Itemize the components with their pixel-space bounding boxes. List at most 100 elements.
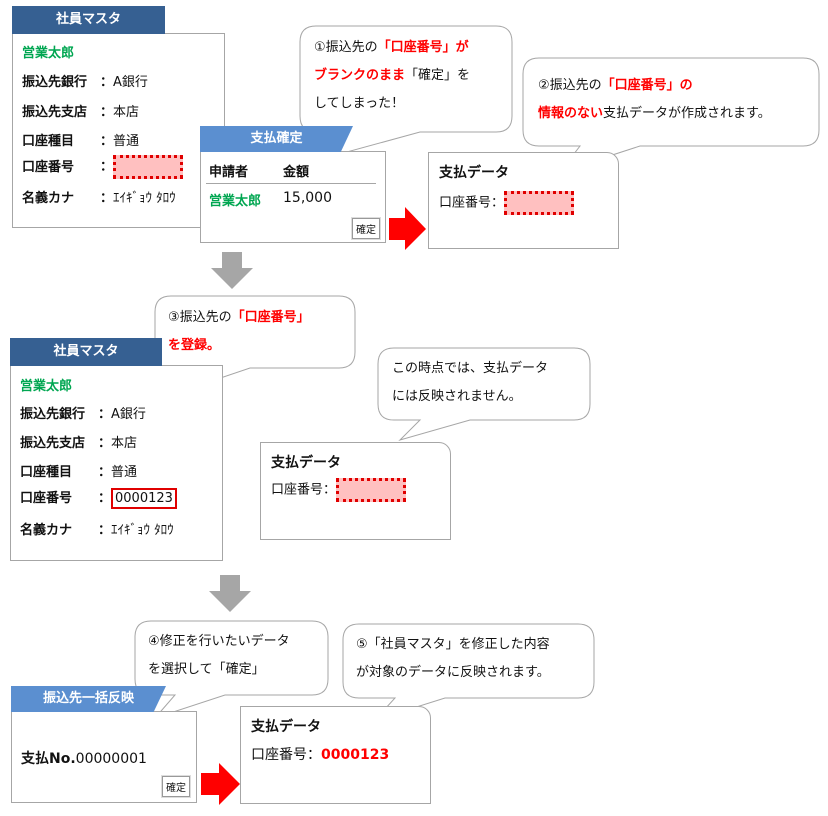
bulk-reflect-panel: 支払No.00000001 確定 (11, 711, 197, 803)
field-value: A銀行 (113, 75, 148, 90)
field-value: 本店 (111, 436, 138, 451)
payment-data-panel-3: 支払データ 口座番号：0000123 (240, 706, 431, 804)
callout-text: してしまった！ (314, 96, 405, 111)
kana-name-row: 名義カナ ：ｴｲｷﾞｮｳ ﾀﾛｳ (20, 519, 174, 538)
confirm-button[interactable]: 確定 (162, 776, 190, 797)
payment-data-panel-1: 支払データ 口座番号： (428, 152, 619, 249)
colon: ： (98, 523, 112, 538)
callout-text: ③振込先の (168, 310, 232, 325)
field-value: 普通 (111, 465, 138, 480)
payment-confirm-panel: 申請者 金額 営業太郎 15,000 確定 (200, 151, 386, 243)
callout-3: ③振込先の「口座番号」 を登録。 (168, 304, 310, 360)
account-number-row: 口座番号： (271, 478, 407, 502)
payment-no-label: 支払No. (21, 751, 76, 767)
employee-name: 営業太郎 (22, 46, 75, 61)
kana-name-row: 名義カナ：ｴｲｷﾞｮｳ ﾀﾛｳ (22, 187, 176, 206)
bank-row: 振込先銀行 ：A銀行 (22, 71, 148, 90)
divider (206, 183, 376, 184)
field-label: 振込先銀行 (20, 407, 86, 422)
callout-2: ②振込先の「口座番号」の 情報のない支払データが作成されます。 (538, 72, 771, 128)
account-type-row: 口座種目 ：普通 (20, 461, 137, 480)
colon: ： (98, 491, 112, 506)
field-label: 振込先支店 (20, 436, 86, 451)
colon: ： (100, 134, 114, 149)
payment-data-title: 支払データ (439, 165, 509, 181)
callout-text: ①振込先の (314, 40, 378, 55)
callout-highlight: 情報のない (538, 106, 604, 121)
callout-text: 「確定」を (405, 68, 471, 83)
payment-confirm-title: 支払確定 (200, 126, 353, 152)
column-applicant: 申請者 (209, 165, 249, 180)
field-value: 本店 (113, 105, 140, 120)
employee-master-panel: 営業太郎 振込先銀行：A銀行 振込先支店：本店 口座種目：普通 口座番号： 名義… (12, 33, 225, 228)
branch-row: 振込先支店 ：本店 (20, 432, 137, 451)
callout-highlight: を登録。 (168, 338, 221, 353)
colon: ： (100, 75, 114, 90)
callout-text: ⑤「社員マスタ」を修正した内容 (356, 637, 550, 652)
branch-row: 振込先支店 ：本店 (22, 101, 139, 120)
payment-no-value: 00000001 (75, 751, 147, 767)
field-value: 普通 (113, 134, 140, 149)
callout-1: ①振込先の「口座番号」が ブランクのまま「確定」を してしまった！ (314, 34, 470, 118)
account-number-row: 口座番号： (439, 191, 575, 215)
speech-bubble-5 (134, 620, 329, 720)
colon: ： (98, 465, 112, 480)
blank-account-field (504, 191, 575, 215)
employee-name: 営業太郎 (20, 379, 73, 394)
gray-down-arrow-1 (211, 252, 253, 289)
field-label: 口座番号： (271, 482, 337, 498)
callout-highlight: 「口座番号」 (231, 310, 310, 325)
amount-cell: 15,000 (283, 190, 332, 206)
colon: ： (100, 159, 114, 175)
employee-master-panel-updated: 営業太郎 振込先銀行：A銀行 振込先支店：本店 口座種目：普通 口座番号：000… (10, 365, 223, 561)
field-label: 口座種目 (22, 134, 75, 149)
blank-account-field[interactable] (113, 155, 184, 179)
callout-5: ④修正を行いたいデータ を選択して「確定」 (148, 628, 290, 684)
callout-text: ②振込先の (538, 78, 602, 93)
field-label: 口座番号 (20, 491, 73, 506)
payment-data-panel-2: 支払データ 口座番号： (260, 442, 451, 540)
field-label: 振込先銀行 (22, 75, 88, 90)
callout-text: ④修正を行いたいデータ (148, 634, 290, 649)
speech-bubble-1 (299, 25, 513, 159)
callout-text: には反映されません。 (392, 389, 522, 404)
colon: ： (100, 105, 114, 120)
field-label: 口座種目 (20, 465, 73, 480)
employee-master-title: 社員マスタ (12, 6, 165, 34)
field-label: 口座番号 (22, 159, 75, 175)
payment-data-title: 支払データ (251, 719, 321, 735)
field-label: 口座番号： (439, 195, 505, 211)
colon: ： (98, 436, 112, 451)
payment-number[interactable]: 支払No.00000001 (21, 748, 147, 768)
blank-account-field (336, 478, 407, 502)
account-number-row: 口座番号 ： (22, 155, 184, 179)
account-number-row: 口座番号 ：0000123 (20, 487, 177, 509)
bulk-reflect-title: 振込先一括反映 (11, 686, 166, 712)
field-value: A銀行 (111, 407, 146, 422)
callout-highlight: 「口座番号」が (377, 40, 469, 55)
speech-bubble-4 (377, 347, 591, 442)
callout-text: を選択して「確定」 (148, 662, 265, 677)
colon: ： (100, 191, 114, 206)
field-value: ｴｲｷﾞｮｳ ﾀﾛｳ (113, 191, 176, 206)
colon: ： (98, 407, 112, 422)
account-number-row: 口座番号：0000123 (251, 744, 389, 764)
employee-master-title-2: 社員マスタ (10, 338, 162, 366)
confirm-button[interactable]: 確定 (352, 218, 380, 239)
field-label: 振込先支店 (22, 105, 88, 120)
callout-text: この時点では、支払データ (392, 361, 549, 376)
callout-4: この時点では、支払データ には反映されません。 (392, 355, 548, 411)
gray-down-arrow-2 (209, 575, 251, 612)
account-number-value: 0000123 (321, 747, 390, 763)
account-number-input[interactable]: 0000123 (111, 488, 177, 509)
callout-text: 支払データが作成されます。 (603, 106, 771, 121)
applicant-cell[interactable]: 営業太郎 (209, 194, 262, 209)
callout-highlight: ブランクのまま (314, 68, 406, 83)
field-value: ｴｲｷﾞｮｳ ﾀﾛｳ (111, 523, 174, 538)
callout-6: ⑤「社員マスタ」を修正した内容 が対象のデータに反映されます。 (356, 631, 550, 687)
column-amount: 金額 (283, 165, 310, 180)
account-type-row: 口座種目 ：普通 (22, 130, 139, 149)
field-label: 名義カナ (20, 523, 73, 538)
field-label: 口座番号： (251, 747, 321, 763)
